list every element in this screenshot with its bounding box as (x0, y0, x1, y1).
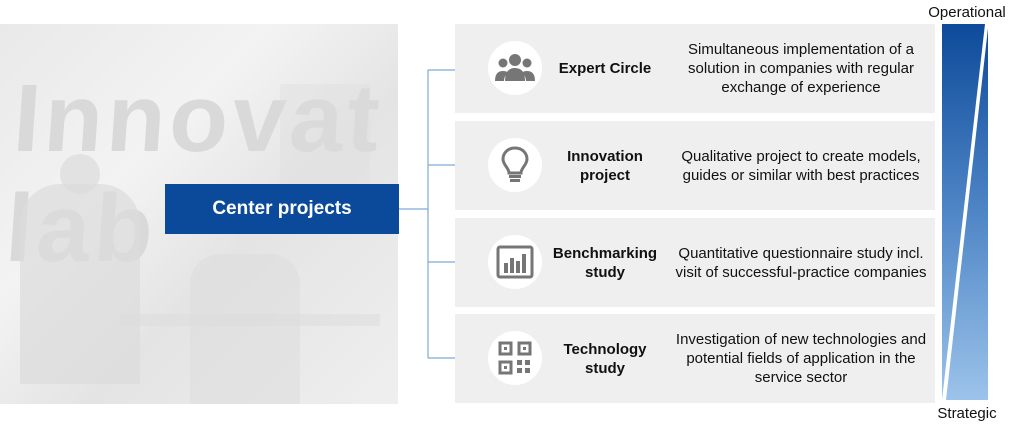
project-row-innovation-project: Innovation project Qualitative project t… (455, 121, 935, 210)
scale-label-operational: Operational (928, 4, 1006, 21)
group-icon (495, 54, 535, 81)
row-title: Technology study (563, 340, 647, 377)
icon-badge (488, 138, 542, 192)
icon-badge (488, 331, 542, 385)
bar-chart-icon (496, 245, 534, 279)
icon-badge (488, 235, 542, 289)
project-row-technology-study: Technology study Investigation of new te… (455, 314, 935, 403)
row-description: Simultaneous implementation of a solutio… (688, 41, 914, 96)
row-title: Expert Circle (558, 60, 652, 77)
operational-strategic-scale (942, 24, 988, 400)
scale-label-strategic: Strategic (937, 405, 997, 422)
project-row-expert-circle: Expert Circle Simultaneous implementatio… (455, 24, 935, 113)
row-description: Investigation of new technologies and po… (675, 331, 927, 386)
project-row-benchmarking-study: Benchmarking study Quantitative question… (455, 218, 935, 307)
row-description: Quantitative questionnaire study incl. v… (675, 244, 927, 281)
icon-badge (488, 41, 542, 95)
scale-upper-wedge (942, 24, 985, 400)
center-projects-box: Center projects (165, 184, 399, 234)
row-description: Qualitative project to create models, gu… (681, 147, 921, 184)
row-title: Benchmarking study (552, 244, 658, 281)
scale-lower-wedge (946, 28, 988, 400)
qr-code-icon (498, 341, 532, 375)
row-title: Innovation project (567, 147, 643, 184)
lightbulb-icon (501, 146, 529, 182)
